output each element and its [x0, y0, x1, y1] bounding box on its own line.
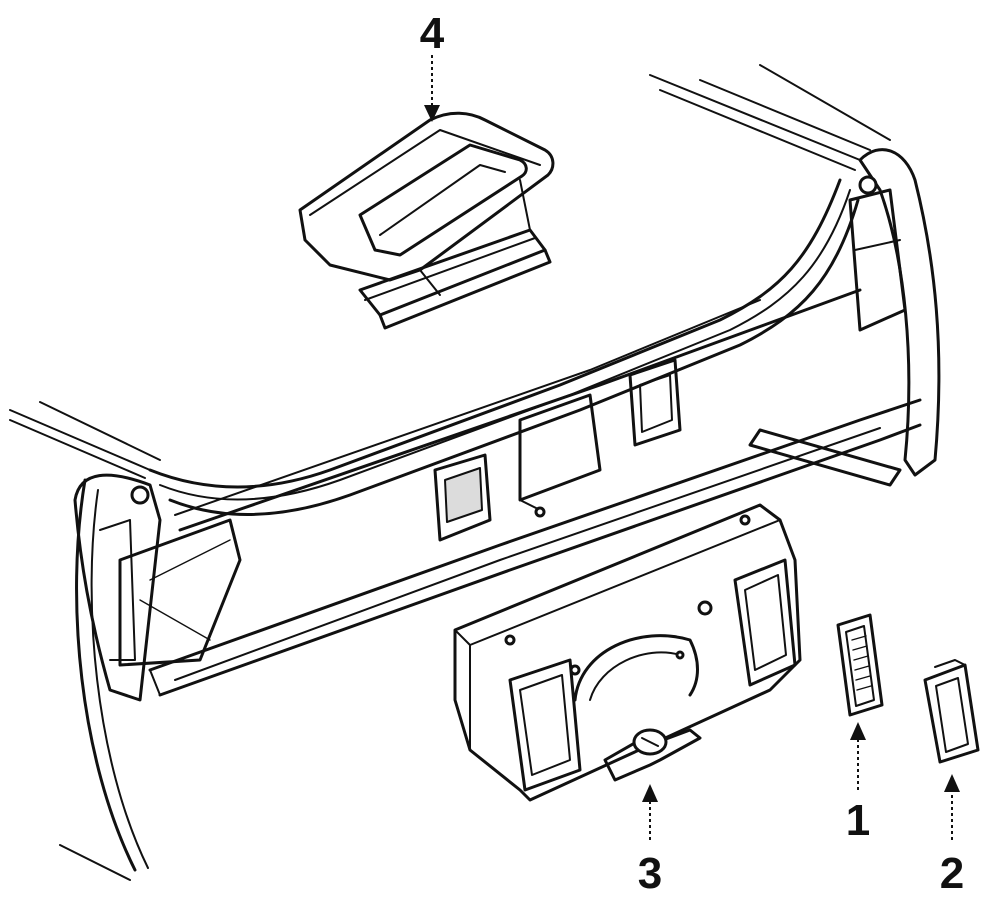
high-mount-stop-lamp — [298, 111, 555, 330]
callout-4: 4 — [420, 9, 445, 58]
leader-arrow-1 — [850, 722, 866, 790]
callout-1: 1 — [846, 796, 870, 845]
leader-arrow-4 — [424, 55, 440, 122]
lamp-lens-part-2 — [923, 659, 980, 764]
rear-body-panel — [9, 64, 941, 881]
leader-arrow-3 — [642, 784, 658, 840]
leader-arrow-2 — [944, 774, 960, 840]
bulb-socket — [603, 728, 702, 782]
callout-2: 2 — [940, 849, 964, 898]
rear-lamp-panel — [453, 503, 802, 802]
lamp-lens-part-1 — [836, 613, 884, 717]
callout-3: 3 — [638, 849, 662, 898]
